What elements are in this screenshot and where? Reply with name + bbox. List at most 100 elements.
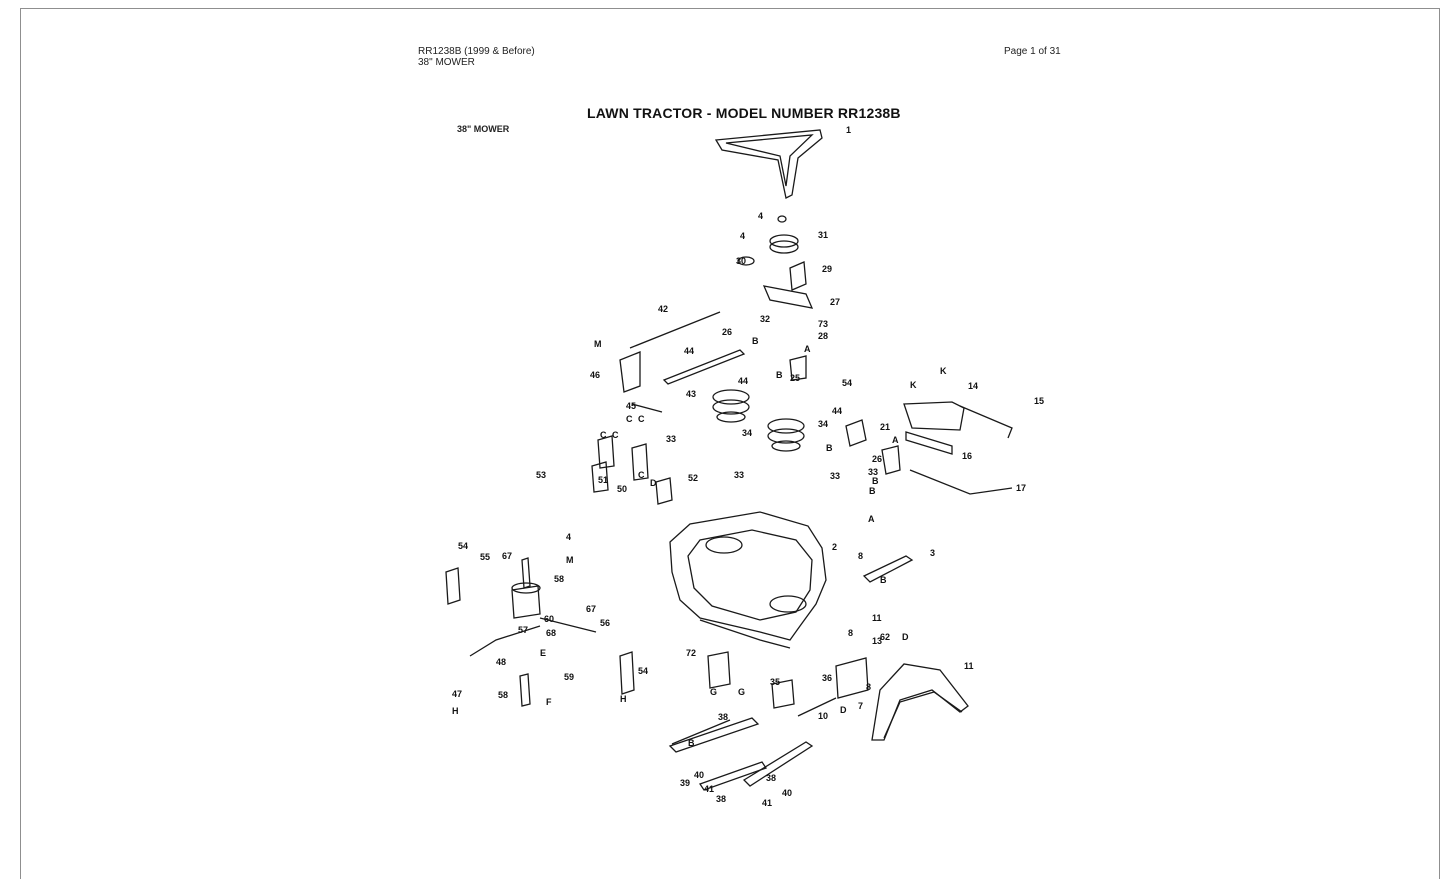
spindle-34-base — [771, 440, 801, 452]
bracket-54 — [445, 567, 461, 605]
blade-38b — [698, 761, 768, 791]
callout-15: 15 — [1034, 396, 1044, 406]
link-56 — [539, 617, 597, 633]
callout-13: 13 — [872, 636, 882, 646]
callout-G: G — [710, 687, 717, 697]
callout-55: 55 — [480, 552, 490, 562]
rod-17 — [909, 469, 1013, 495]
callout-11: 11 — [872, 613, 882, 623]
callout-46: 46 — [590, 370, 600, 380]
mower-deck-inner — [687, 529, 813, 621]
callout-38: 38 — [716, 794, 726, 804]
bracket-52 — [655, 477, 673, 505]
callout-4: 4 — [740, 231, 745, 241]
callout-29: 29 — [822, 264, 832, 274]
chute-11-inner — [883, 691, 963, 739]
callout-52: 52 — [688, 473, 698, 483]
callout-41: 41 — [704, 784, 714, 794]
callout-4: 4 — [758, 211, 763, 221]
callout-25: 25 — [790, 373, 800, 383]
spindle-33a-base — [716, 411, 746, 423]
callout-F: F — [546, 697, 552, 707]
callout-D: D — [840, 705, 847, 715]
callout-2: 2 — [832, 542, 837, 552]
bracket-50 — [631, 443, 649, 481]
callout-10: 10 — [818, 711, 828, 721]
callout-44: 44 — [832, 406, 842, 416]
callout-C: C — [626, 414, 633, 424]
callout-G: G — [738, 687, 745, 697]
callout-17: 17 — [1016, 483, 1026, 493]
rod-15 — [959, 405, 1013, 439]
block-57-top — [511, 582, 541, 594]
blade-38a — [668, 717, 760, 753]
spindle-34 — [767, 418, 805, 434]
callout-B: B — [869, 486, 876, 496]
callout-D: D — [650, 478, 657, 488]
bracket-72 — [707, 651, 731, 689]
callout-C: C — [612, 430, 619, 440]
callout-33: 33 — [734, 470, 744, 480]
callout-26: 26 — [722, 327, 732, 337]
spindle-33a-lower — [712, 399, 750, 415]
section-line: 38" MOWER — [418, 57, 475, 68]
callout-47: 47 — [452, 689, 462, 699]
callout-48: 48 — [496, 657, 506, 667]
bracket-51 — [597, 435, 615, 469]
callout-38: 38 — [766, 773, 776, 783]
hanger-3 — [862, 555, 914, 583]
callout-62: 62 — [880, 632, 890, 642]
plate-16 — [905, 431, 953, 455]
callout-32: 32 — [760, 314, 770, 324]
rod-42 — [629, 311, 721, 349]
callout-11: 11 — [964, 661, 974, 671]
callout-16: 16 — [962, 451, 972, 461]
lever-46 — [619, 351, 641, 393]
callout-B: B — [826, 443, 833, 453]
callout-57: 57 — [518, 625, 528, 635]
model-line: RR1238B (1999 & Before) — [418, 46, 535, 57]
nut-4 — [777, 215, 787, 223]
callout-8: 8 — [858, 551, 863, 561]
pulley-31 — [769, 234, 799, 248]
callout-35: 35 — [770, 677, 780, 687]
callout-67: 67 — [586, 604, 596, 614]
spindle-34-lower — [767, 428, 805, 444]
callout-31: 31 — [818, 230, 828, 240]
callout-40: 40 — [694, 770, 704, 780]
callout-68: 68 — [546, 628, 556, 638]
callout-43: 43 — [686, 389, 696, 399]
callout-B: B — [872, 476, 879, 486]
callout-50: 50 — [617, 484, 627, 494]
callout-B: B — [776, 370, 783, 380]
callout-51: 51 — [598, 475, 608, 485]
link-48 — [469, 625, 541, 657]
callout-54: 54 — [842, 378, 852, 388]
callout-H: H — [452, 706, 459, 716]
callout-38: 38 — [718, 712, 728, 722]
callout-33: 33 — [830, 471, 840, 481]
callout-B: B — [752, 336, 759, 346]
callout-8: 8 — [848, 628, 853, 638]
callout-A: A — [892, 435, 899, 445]
callout-40: 40 — [782, 788, 792, 798]
callout-44: 44 — [738, 376, 748, 386]
callout-A: A — [868, 514, 875, 524]
callout-B: B — [688, 738, 695, 748]
callout-14: 14 — [968, 381, 978, 391]
callout-28: 28 — [818, 331, 828, 341]
callout-59: 59 — [564, 672, 574, 682]
blade-38c — [742, 741, 814, 787]
callout-73: 73 — [818, 319, 828, 329]
callout-3: 3 — [930, 548, 935, 558]
baffle-62 — [671, 719, 731, 745]
callout-K: K — [940, 366, 947, 376]
callout-D: D — [902, 632, 909, 642]
callout-M: M — [566, 555, 574, 565]
shaft-45 — [631, 403, 663, 413]
shaft-58b — [519, 673, 531, 707]
callout-58: 58 — [554, 574, 564, 584]
callout-54: 54 — [638, 666, 648, 676]
callout-33: 33 — [868, 467, 878, 477]
belt-part — [714, 129, 823, 199]
